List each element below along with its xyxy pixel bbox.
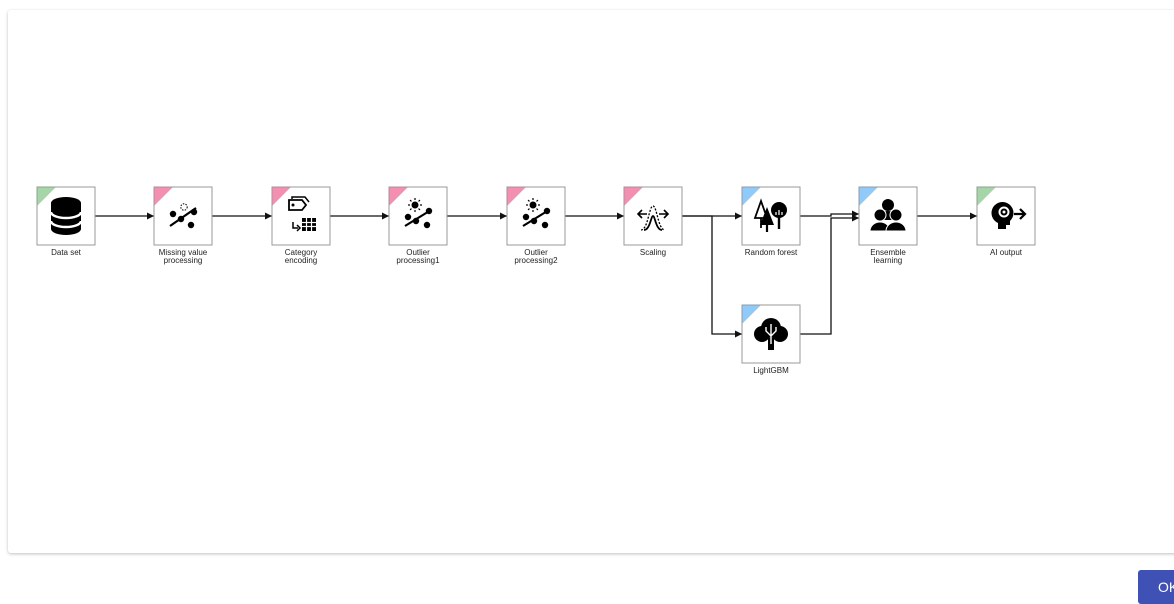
category-tag [272, 187, 291, 206]
node-label: Ensemble [870, 248, 906, 257]
node-label: LightGBM [753, 366, 789, 375]
category-tag [624, 187, 643, 206]
category-tag [742, 305, 761, 324]
node-label: learning [874, 256, 902, 265]
node-rf[interactable]: Random forest [741, 186, 801, 257]
node-label: Scaling [640, 248, 666, 257]
ok-button[interactable]: OK [1138, 570, 1174, 604]
node-label: processing2 [514, 256, 558, 265]
outlier-icon [522, 198, 551, 229]
node-box[interactable] [506, 186, 566, 246]
node-lgbm[interactable]: LightGBM [741, 304, 801, 375]
node-label: Data set [51, 248, 82, 257]
category-tag [859, 187, 878, 206]
node-label: Category [285, 248, 317, 257]
missing-value-icon [169, 203, 198, 229]
node-label: processing [164, 256, 203, 265]
node-label: processing1 [396, 256, 440, 265]
category-tag [389, 187, 408, 206]
node-label: Outlier [406, 248, 430, 257]
node-label: Random forest [745, 248, 798, 257]
category-tag [977, 187, 996, 206]
category-tag [154, 187, 173, 206]
node-label: AI output [990, 248, 1023, 257]
lightgbm-icon [754, 318, 788, 350]
edge-rf-to-ensemble [800, 210, 859, 218]
ensemble-icon [869, 199, 907, 232]
category-tag [37, 187, 56, 206]
ai-output-icon [991, 201, 1027, 229]
node-dataset[interactable]: Data set [36, 186, 96, 257]
category-tag [507, 187, 526, 206]
edge-lgbm-to-ensemble [800, 214, 859, 335]
node-box[interactable] [741, 186, 801, 246]
category-tag [742, 187, 761, 206]
node-label: Outlier [524, 248, 548, 257]
node-label: encoding [285, 256, 317, 265]
category-encoding-icon [288, 196, 316, 232]
node-aiout[interactable]: AI output [976, 186, 1036, 257]
database-icon [49, 197, 83, 235]
node-box[interactable] [388, 186, 448, 246]
node-label: Missing value [159, 248, 208, 257]
edge-scaling-to-lgbm [682, 215, 742, 338]
scaling-icon [636, 205, 670, 231]
random-forest-icon [753, 198, 787, 232]
pipeline-canvas [8, 10, 1174, 553]
outlier-icon [404, 198, 433, 229]
node-scaling[interactable]: Scaling [623, 186, 683, 257]
